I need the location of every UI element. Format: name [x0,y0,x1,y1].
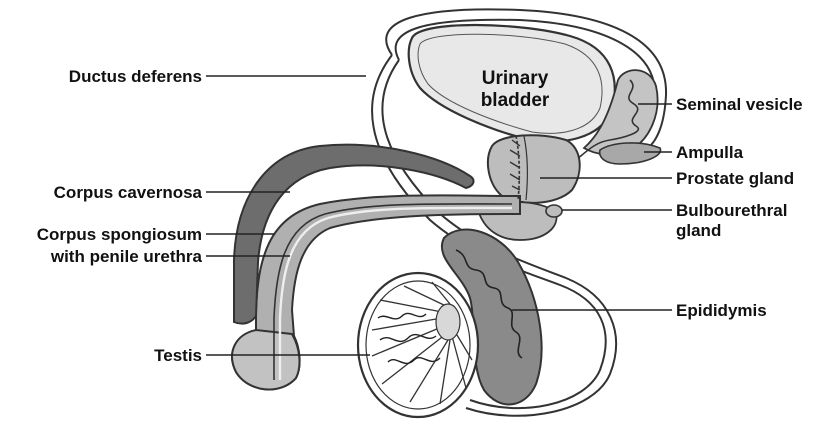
label-prostate-gland: Prostate gland [676,169,794,188]
label-ampulla: Ampulla [676,143,744,162]
label-bulbourethral-gland-line2: gland [676,221,721,240]
label-ductus-deferens: Ductus deferens [69,67,202,86]
label-urinary-bladder-line2: bladder [481,90,550,111]
label-urinary-bladder-line1: Urinary [482,68,549,89]
label-corpus-spongiosum-line1: Corpus spongiosum [37,225,202,244]
label-bulbourethral-gland-line1: Bulbourethral [676,201,787,220]
label-corpus-cavernosa: Corpus cavernosa [54,183,203,202]
label-testis: Testis [154,346,202,365]
testis [358,273,478,417]
ampulla [600,143,661,164]
label-corpus-spongiosum-line2: with penile urethra [50,247,203,266]
label-epididymis: Epididymis [676,301,767,320]
label-seminal-vesicle: Seminal vesicle [676,95,803,114]
bulbourethral-gland [546,205,562,217]
prostate-gland [488,135,580,203]
glans [232,330,299,389]
rete-testis [436,304,460,340]
